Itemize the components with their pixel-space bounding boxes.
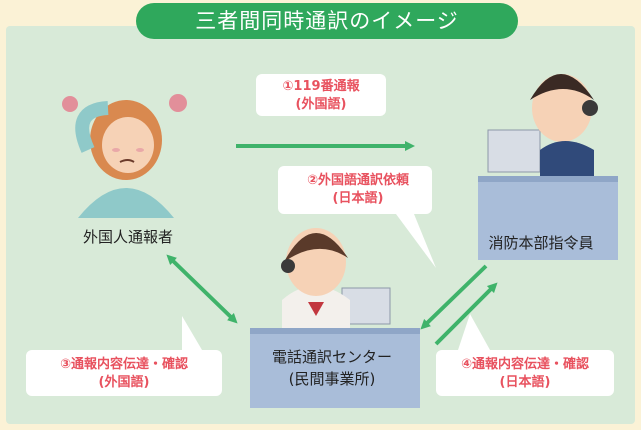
arrow-dispatch-to-center bbox=[420, 264, 488, 330]
step-2-label: ②外国語通訳依頼 (日本語) bbox=[278, 172, 438, 208]
page-title: 三者間同時通訳のイメージ bbox=[136, 3, 518, 39]
caller-label: 外国人通報者 bbox=[82, 228, 173, 246]
step-3-line2: (外国語) bbox=[98, 375, 150, 390]
call-center-line1: 電話通訳センター bbox=[271, 348, 392, 366]
call-center-desk bbox=[250, 328, 420, 408]
step-1-label: ①119番通報 (外国語) bbox=[256, 78, 386, 114]
step-2-line1: ②外国語通訳依頼 bbox=[306, 173, 409, 188]
speech-bubble-2 bbox=[278, 166, 436, 268]
dispatch-desk bbox=[478, 176, 618, 260]
step-3-label: ③通報内容伝達・確認 (外国語) bbox=[26, 356, 222, 392]
speech-bubble-1 bbox=[256, 74, 386, 116]
step-1-line1: ①119番通報 bbox=[282, 79, 360, 94]
step-2-line2: (日本語) bbox=[332, 191, 384, 206]
caller-figure bbox=[62, 94, 187, 218]
step-4-line2: (日本語) bbox=[499, 375, 551, 390]
call-center-line2: (民間事業所) bbox=[288, 370, 376, 388]
step-4-label: ④通報内容伝達・確認 (日本語) bbox=[436, 356, 614, 392]
step-4-line1: ④通報内容伝達・確認 bbox=[460, 357, 589, 372]
arrow-center-to-dispatch bbox=[434, 282, 498, 346]
operator-figure bbox=[281, 228, 391, 328]
speech-bubble-3 bbox=[26, 316, 222, 396]
call-center-label: 電話通訳センター (民間事業所) bbox=[252, 346, 412, 390]
dispatch-label: 消防本部指令員 bbox=[488, 234, 594, 252]
speech-bubble-4 bbox=[436, 314, 614, 396]
dispatcher-figure bbox=[487, 74, 598, 176]
arrow-caller-center bbox=[166, 254, 238, 324]
step-1-line2: (外国語) bbox=[295, 97, 347, 112]
step-3-line1: ③通報内容伝達・確認 bbox=[59, 357, 188, 372]
